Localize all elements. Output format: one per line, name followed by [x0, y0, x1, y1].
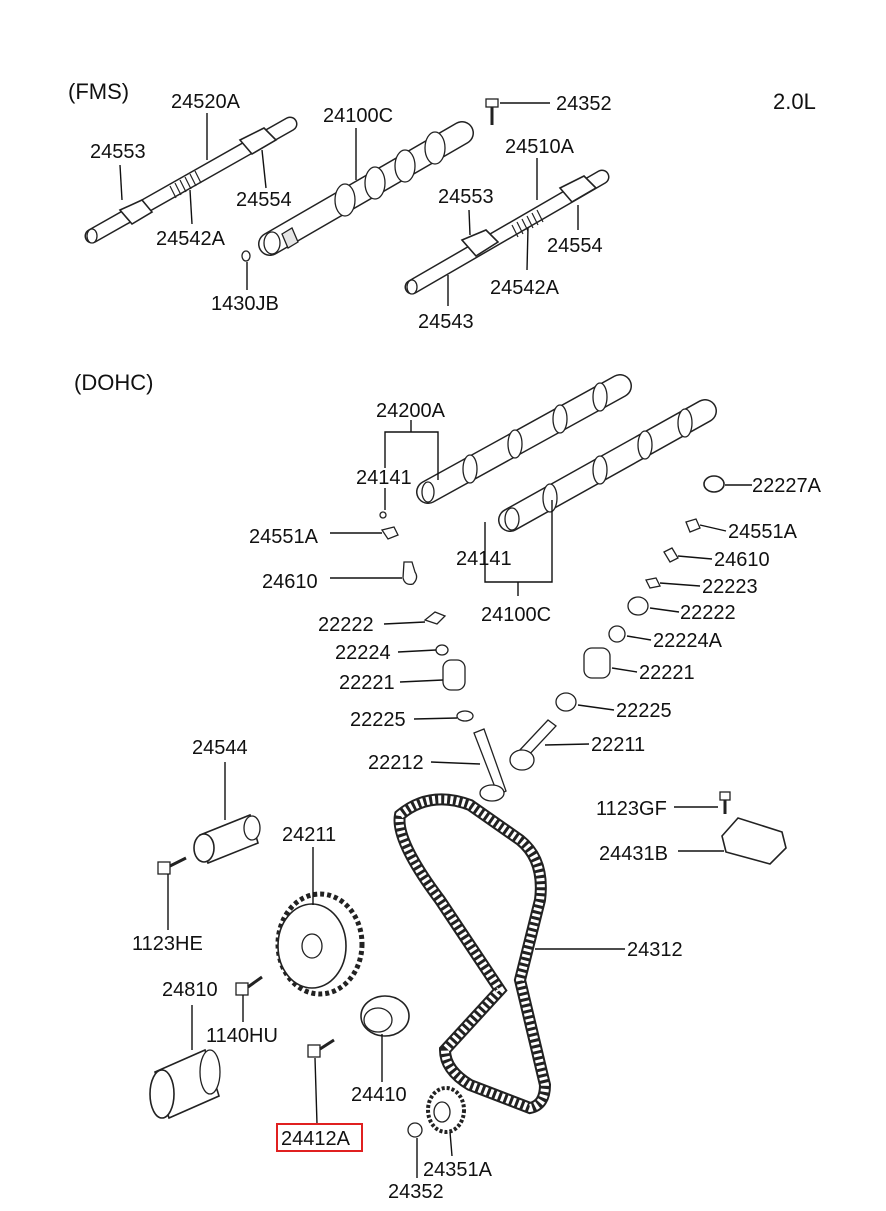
- timing-belt-24312: [393, 793, 552, 1115]
- valve-train-left: [379, 511, 507, 802]
- tensioner-24410: [360, 995, 410, 1037]
- label-24351a: 24351A: [423, 1159, 493, 1181]
- label-22211: 22211: [591, 734, 645, 756]
- section-fms-label: (FMS): [68, 79, 129, 104]
- part-24544: [193, 813, 261, 865]
- label-24554-left: 24554: [236, 189, 292, 211]
- label-24553-left: 24553: [90, 141, 146, 163]
- label-24543: 24543: [418, 311, 474, 333]
- cover-24431b: [721, 817, 787, 865]
- label-24520a: 24520A: [171, 91, 241, 113]
- label-22212: 22212: [368, 752, 424, 774]
- gear-24211: [275, 891, 365, 997]
- dohc-upper-leader-lines: [330, 420, 752, 765]
- pin-1430jb: [241, 250, 251, 262]
- label-24410: 24410: [351, 1084, 407, 1106]
- timing-leader-lines: [167, 762, 724, 1178]
- label-22227a: 22227A: [752, 475, 822, 497]
- valve-train-right: [509, 518, 701, 771]
- bolt-1140hu: [235, 975, 263, 996]
- section-dohc-label: (DOHC): [74, 370, 153, 395]
- label-22221-right: 22221: [639, 662, 695, 684]
- label-1123he: 1123HE: [132, 933, 203, 955]
- label-22223: 22223: [702, 576, 758, 598]
- label-24551a-left: 24551A: [249, 526, 319, 548]
- fms-leader-lines: [119, 102, 579, 306]
- camshaft-exhaust: [498, 399, 717, 532]
- label-22224: 22224: [335, 642, 391, 664]
- label-1123gf: 1123GF: [596, 798, 667, 820]
- label-24141-right: 24141: [456, 548, 512, 570]
- label-24352-top: 24352: [556, 93, 612, 115]
- label-24412a[interactable]: 24412A: [281, 1128, 351, 1150]
- bolt-24352-top: [485, 98, 499, 125]
- label-24200a: 24200A: [376, 400, 446, 422]
- label-22222-left: 22222: [318, 614, 374, 636]
- plug-22227a: [703, 475, 725, 493]
- label-24312: 24312: [627, 939, 683, 961]
- label-24100c-top: 24100C: [323, 105, 393, 127]
- camshaft-intake: [416, 374, 632, 504]
- bolt-24352-bottom: [407, 1122, 423, 1138]
- label-24544: 24544: [192, 737, 248, 759]
- label-24542a-left: 24542A: [156, 228, 226, 250]
- label-24211: 24211: [282, 824, 336, 846]
- label-24542a-right: 24542A: [490, 277, 560, 299]
- bolt-24412a: [307, 1038, 335, 1058]
- label-22225-right: 22225: [616, 700, 672, 722]
- bolt-1123gf: [719, 791, 731, 814]
- engine-label: 2.0L: [773, 89, 816, 114]
- label-1430jb: 1430JB: [211, 293, 279, 315]
- label-24810: 24810: [162, 979, 218, 1001]
- label-24551a-right: 24551A: [728, 521, 798, 543]
- rocker-shaft-left: [84, 116, 298, 244]
- label-24100c-dohc: 24100C: [481, 604, 551, 626]
- label-24610-right: 24610: [714, 549, 770, 571]
- camshaft-fms: [258, 121, 474, 256]
- label-22222-right: 22222: [680, 602, 736, 624]
- highlight-box-24412a: [276, 1123, 363, 1152]
- label-22225-left: 22225: [350, 709, 406, 731]
- label-24510a: 24510A: [505, 136, 575, 158]
- sprocket-24351a: [426, 1086, 466, 1134]
- label-22221-left: 22221: [339, 672, 395, 694]
- label-24431b: 24431B: [599, 843, 668, 865]
- label-24553-right: 24553: [438, 186, 494, 208]
- label-24141-left: 24141: [356, 467, 412, 489]
- rocker-shaft-right: [404, 169, 610, 295]
- label-1140hu: 1140HU: [206, 1025, 278, 1047]
- pulley-24810: [149, 1048, 221, 1120]
- label-22224a: 22224A: [653, 630, 723, 652]
- label-24352-bottom: 24352: [388, 1181, 444, 1203]
- label-24554-right: 24554: [547, 235, 603, 257]
- label-24610-left: 24610: [262, 571, 318, 593]
- bolt-1123he: [157, 856, 187, 875]
